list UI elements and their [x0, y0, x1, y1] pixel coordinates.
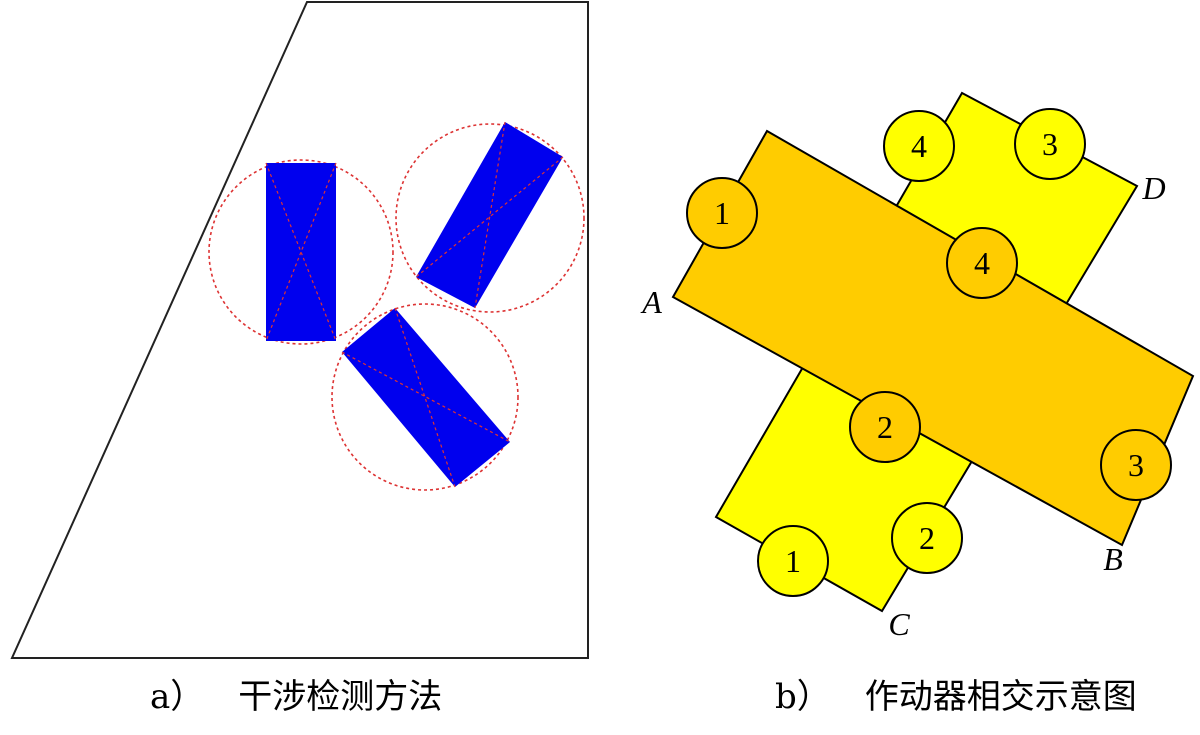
diagonal-3a: [341, 351, 511, 443]
yellow-marker-3: 3: [1014, 108, 1086, 180]
caption-b-prefix: b）: [775, 677, 831, 717]
panel-b: 4 3 1 2 1 4 2 3: [640, 91, 1195, 642]
svg-text:1: 1: [714, 195, 730, 231]
bounding-circle-1: [208, 159, 394, 345]
diagonal-2a: [474, 121, 506, 309]
caption-a: a） 干涉检测方法: [150, 672, 442, 722]
svg-text:2: 2: [877, 409, 893, 445]
corner-label-a: A: [640, 284, 662, 320]
actuator-rect-2: [416, 122, 563, 308]
bounding-circle-3: [331, 303, 519, 491]
svg-text:4: 4: [974, 245, 990, 281]
svg-text:2: 2: [919, 520, 935, 556]
svg-text:1: 1: [785, 543, 801, 579]
orange-marker-3: 3: [1100, 429, 1172, 501]
yellow-marker-1: 1: [757, 525, 829, 597]
svg-text:3: 3: [1042, 126, 1058, 162]
corner-label-b: B: [1103, 541, 1123, 577]
caption-b: b） 作动器相交示意图: [775, 672, 1137, 722]
svg-text:4: 4: [911, 128, 927, 164]
caption-a-prefix: a）: [150, 677, 205, 717]
svg-text:3: 3: [1128, 447, 1144, 483]
diagonal-3b: [394, 307, 456, 488]
corner-label-c: C: [888, 606, 910, 642]
diagonal-1b: [265, 162, 337, 342]
caption-a-text: 干涉检测方法: [238, 677, 443, 717]
bounding-circle-2: [395, 123, 585, 313]
yellow-marker-4: 4: [883, 110, 955, 182]
caption-b-text: 作动器相交示意图: [864, 677, 1137, 717]
yellow-marker-2: 2: [891, 502, 963, 574]
actuator-box-2: [395, 121, 585, 313]
corner-label-d: D: [1141, 170, 1165, 206]
panel-a: [10, 1, 589, 659]
actuator-box-1: [208, 159, 394, 345]
actuator-box-3: [331, 303, 519, 491]
actuator-rect-3: [342, 308, 510, 487]
orange-marker-4: 4: [946, 227, 1018, 299]
orange-marker-1: 1: [686, 177, 758, 249]
diagonal-1a: [265, 162, 337, 342]
orange-marker-2: 2: [849, 391, 921, 463]
diagonal-2b: [415, 156, 564, 278]
